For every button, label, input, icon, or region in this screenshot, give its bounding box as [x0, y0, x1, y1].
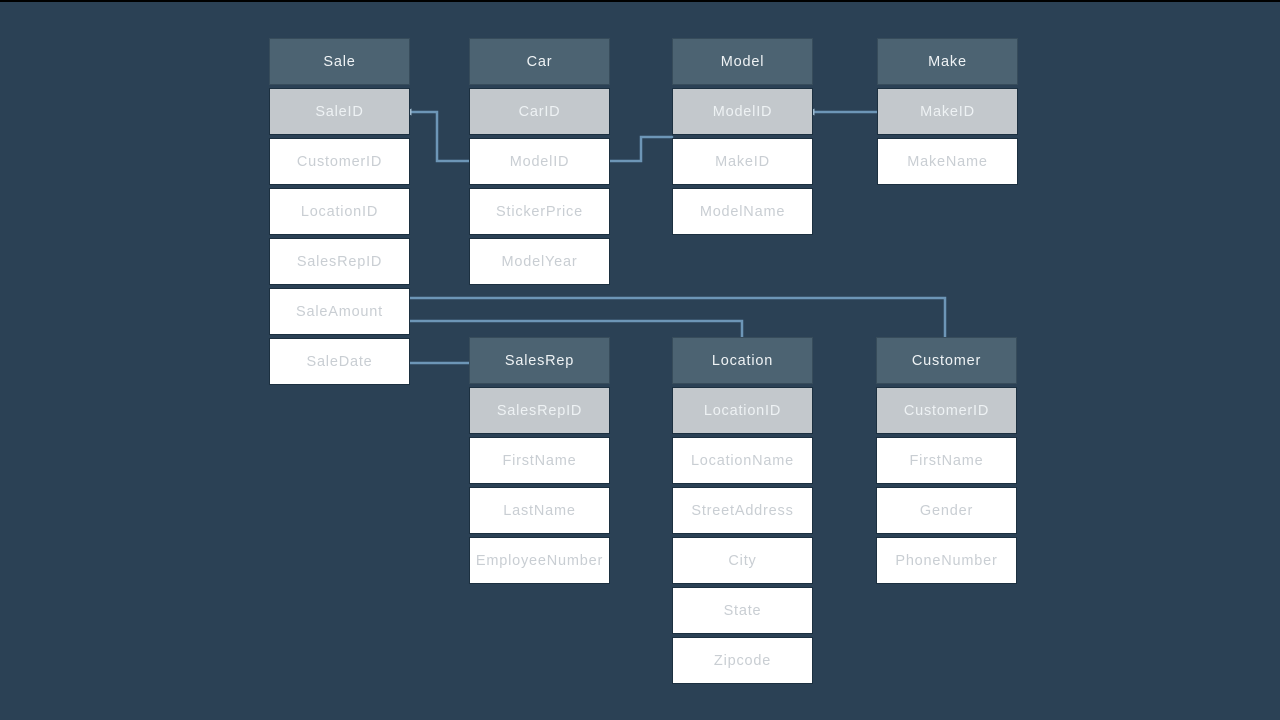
field-row-model-makeid: MakeID [672, 138, 813, 185]
field-row-car-modelyear: ModelYear [469, 238, 610, 285]
field-row-car-modelid: ModelID [469, 138, 610, 185]
field-row-location-zipcode: Zipcode [672, 637, 813, 684]
letterbox-bar [0, 0, 1280, 2]
field-row-location-locationid: LocationID [672, 387, 813, 434]
field-row-sale-saledate: SaleDate [269, 338, 410, 385]
field-row-sale-salesrepid: SalesRepID [269, 238, 410, 285]
table-header-salesrep: SalesRep [469, 337, 610, 384]
field-row-customer-gender: Gender [876, 487, 1017, 534]
table-header-model: Model [672, 38, 813, 85]
field-row-salesrep-salesrepid: SalesRepID [469, 387, 610, 434]
field-row-salesrep-firstname: FirstName [469, 437, 610, 484]
field-row-car-carid: CarID [469, 88, 610, 135]
field-row-location-state: State [672, 587, 813, 634]
table-header-location: Location [672, 337, 813, 384]
field-row-sale-saleid: SaleID [269, 88, 410, 135]
field-row-car-stickerprice: StickerPrice [469, 188, 610, 235]
table-header-make: Make [877, 38, 1018, 85]
field-row-sale-saleamount: SaleAmount [269, 288, 410, 335]
table-header-customer: Customer [876, 337, 1017, 384]
field-row-make-makename: MakeName [877, 138, 1018, 185]
connector-car-modelid-to-model [608, 135, 674, 163]
connector-sale-saleid-to-car-modelid [408, 110, 471, 163]
table-header-sale: Sale [269, 38, 410, 85]
field-row-sale-locationid: LocationID [269, 188, 410, 235]
field-row-salesrep-lastname: LastName [469, 487, 610, 534]
field-row-model-modelname: ModelName [672, 188, 813, 235]
table-header-car: Car [469, 38, 610, 85]
field-row-location-locationname: LocationName [672, 437, 813, 484]
field-row-customer-phonenumber: PhoneNumber [876, 537, 1017, 584]
field-row-location-city: City [672, 537, 813, 584]
field-row-customer-customerid: CustomerID [876, 387, 1017, 434]
field-row-make-makeid: MakeID [877, 88, 1018, 135]
field-row-salesrep-employeenumber: EmployeeNumber [469, 537, 610, 584]
field-row-customer-firstname: FirstName [876, 437, 1017, 484]
field-row-model-modelid: ModelID [672, 88, 813, 135]
field-row-location-streetaddress: StreetAddress [672, 487, 813, 534]
field-row-sale-customerid: CustomerID [269, 138, 410, 185]
connector-sale-to-customer [408, 296, 947, 342]
